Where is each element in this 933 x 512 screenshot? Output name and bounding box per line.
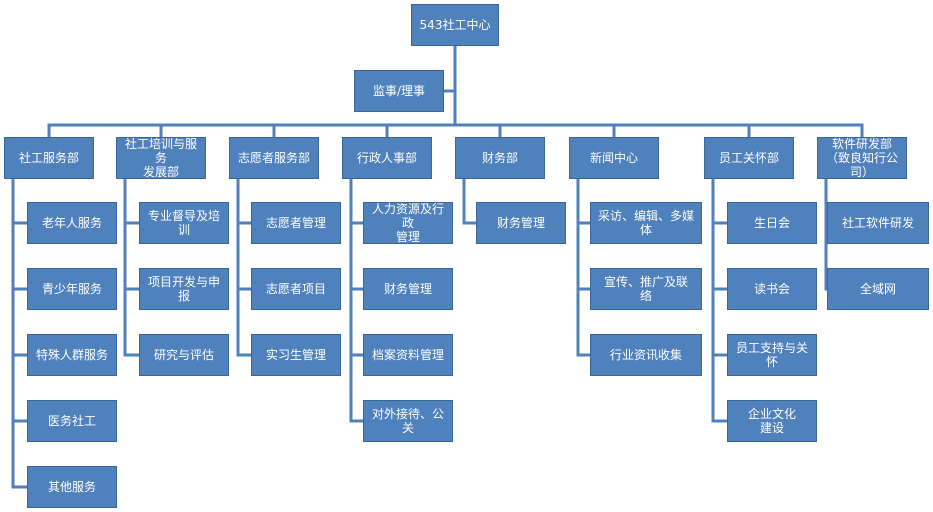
sub-unit-node: 档案资料管理 <box>363 334 453 376</box>
sub-unit-node: 人力资源及行政 管理 <box>363 202 453 244</box>
sub-unit-node: 老年人服务 <box>27 202 117 244</box>
sub-unit-node: 社工软件研发 <box>827 202 929 244</box>
sub-unit-node: 读书会 <box>727 268 817 310</box>
sub-unit-node: 青少年服务 <box>27 268 117 310</box>
sub-unit-node: 实习生管理 <box>251 334 341 376</box>
sub-unit-node: 全域网 <box>827 268 929 310</box>
sub-unit-node: 项目开发与申报 <box>139 268 229 310</box>
sub-unit-node: 志愿者项目 <box>251 268 341 310</box>
sub-unit-node: 对外接待、公关 <box>363 400 453 442</box>
department-node: 软件研发部 （致良知行公司） <box>817 137 907 179</box>
sub-unit-node: 采访、编辑、多媒体 <box>590 202 702 244</box>
department-node: 社工培训与服务 发展部 <box>116 137 206 179</box>
department-node: 行政人事部 <box>342 137 432 179</box>
department-node: 新闻中心 <box>569 137 659 179</box>
sub-unit-node: 生日会 <box>727 202 817 244</box>
sub-unit-node: 企业文化 建设 <box>727 400 817 442</box>
department-node: 志愿者服务部 <box>229 137 319 179</box>
sub-unit-node: 财务管理 <box>476 202 566 244</box>
root-node: 543社工中心 <box>411 4 499 46</box>
department-node: 员工关怀部 <box>704 137 794 179</box>
supervisor-node: 监事/理事 <box>354 70 444 112</box>
sub-unit-node: 医务社工 <box>27 400 117 442</box>
department-node: 财务部 <box>455 137 545 179</box>
sub-unit-node: 宣传、推广及联 络 <box>590 268 702 310</box>
sub-unit-node: 特殊人群服务 <box>27 334 117 376</box>
sub-unit-node: 员工支持与关怀 <box>727 334 817 376</box>
sub-unit-node: 其他服务 <box>27 466 117 508</box>
sub-unit-node: 财务管理 <box>363 268 453 310</box>
sub-unit-node: 行业资讯收集 <box>590 334 702 376</box>
department-node: 社工服务部 <box>4 137 94 179</box>
sub-unit-node: 研究与评估 <box>139 334 229 376</box>
sub-unit-node: 专业督导及培训 <box>139 202 229 244</box>
sub-unit-node: 志愿者管理 <box>251 202 341 244</box>
